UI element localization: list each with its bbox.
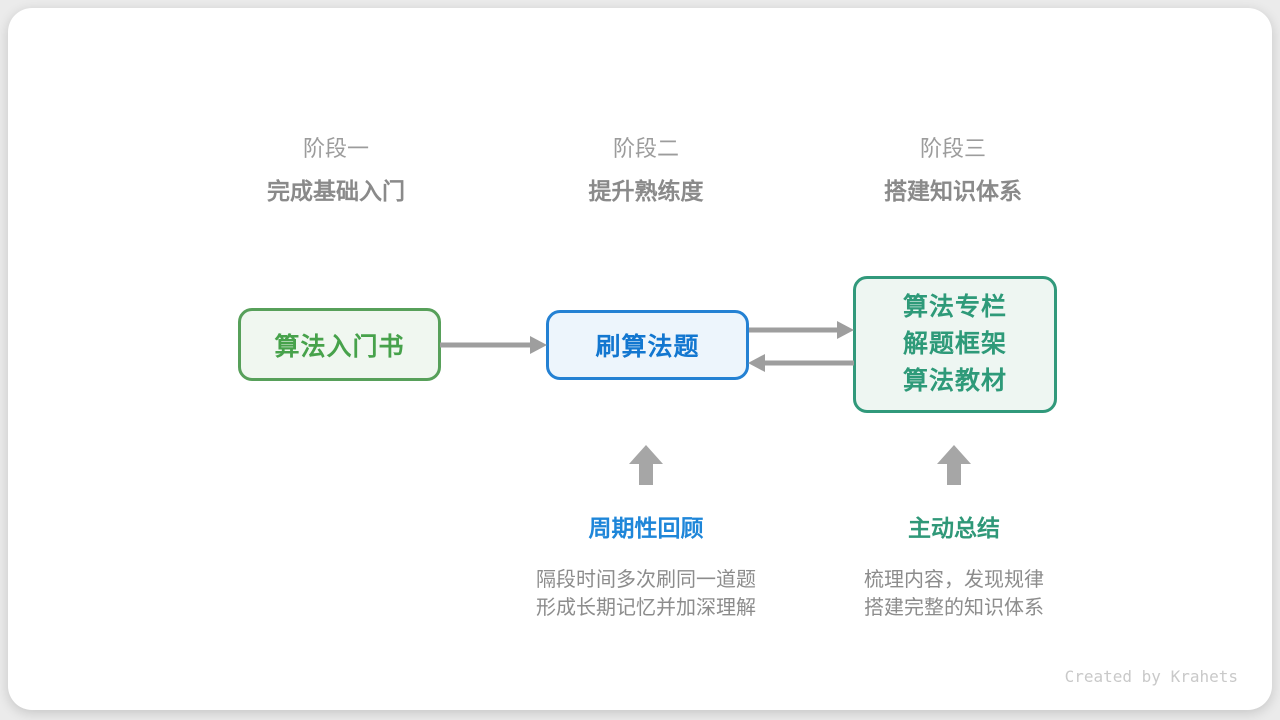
- annotation-description: 隔段时间多次刷同一道题 形成长期记忆并加深理解: [476, 566, 816, 622]
- annotation-desc-line: 搭建完整的知识体系: [864, 597, 1044, 619]
- node-resources: 算法专栏 解题框架 算法教材: [853, 276, 1057, 413]
- annotation-active-summary: 主动总结 梳理内容，发现规律 搭建完整的知识体系: [784, 516, 1124, 622]
- stage-column-3: 阶段三 搭建知识体系: [793, 137, 1113, 204]
- resource-line: 算法教材: [902, 367, 1007, 395]
- stage-3-subtitle: 搭建知识体系: [884, 178, 1022, 204]
- annotation-description: 梳理内容，发现规律 搭建完整的知识体系: [784, 566, 1124, 622]
- annotation-title: 主动总结: [908, 515, 1000, 541]
- stage-column-2: 阶段二 提升熟练度: [486, 137, 806, 204]
- stage-column-1: 阶段一 完成基础入门: [176, 137, 496, 204]
- node-intro-book-label: 算法入门书: [274, 332, 405, 361]
- credit-text: Created by Krahets: [1064, 667, 1238, 686]
- annotation-desc-line: 形成长期记忆并加深理解: [536, 597, 756, 619]
- arrow-up-icon: [629, 445, 663, 485]
- arrow-right-icon: [749, 321, 854, 339]
- annotation-periodic-review: 周期性回顾 隔段时间多次刷同一道题 形成长期记忆并加深理解: [476, 516, 816, 622]
- stage-2-subtitle: 提升熟练度: [588, 178, 704, 204]
- stage-1-label: 阶段一: [302, 136, 369, 161]
- resource-line: 解题框架: [902, 330, 1007, 358]
- canvas-card: 阶段一 完成基础入门 阶段二 提升熟练度 阶段三 搭建知识体系 算法入门书 刷算…: [8, 8, 1272, 710]
- annotation-title: 周期性回顾: [588, 515, 704, 541]
- stage-1-subtitle: 完成基础入门: [267, 178, 405, 204]
- annotation-desc-line: 梳理内容，发现规律: [864, 569, 1044, 591]
- node-intro-book: 算法入门书: [238, 308, 441, 381]
- node-practice-label: 刷算法题: [595, 333, 700, 361]
- resource-line: 算法专栏: [902, 293, 1007, 321]
- arrow-right-icon: [440, 336, 547, 354]
- arrow-left-icon: [748, 354, 854, 372]
- stage-2-label: 阶段二: [612, 136, 679, 161]
- node-practice: 刷算法题: [546, 310, 749, 380]
- stage-3-label: 阶段三: [919, 136, 986, 161]
- arrow-up-icon: [937, 445, 971, 485]
- annotation-desc-line: 隔段时间多次刷同一道题: [536, 569, 756, 591]
